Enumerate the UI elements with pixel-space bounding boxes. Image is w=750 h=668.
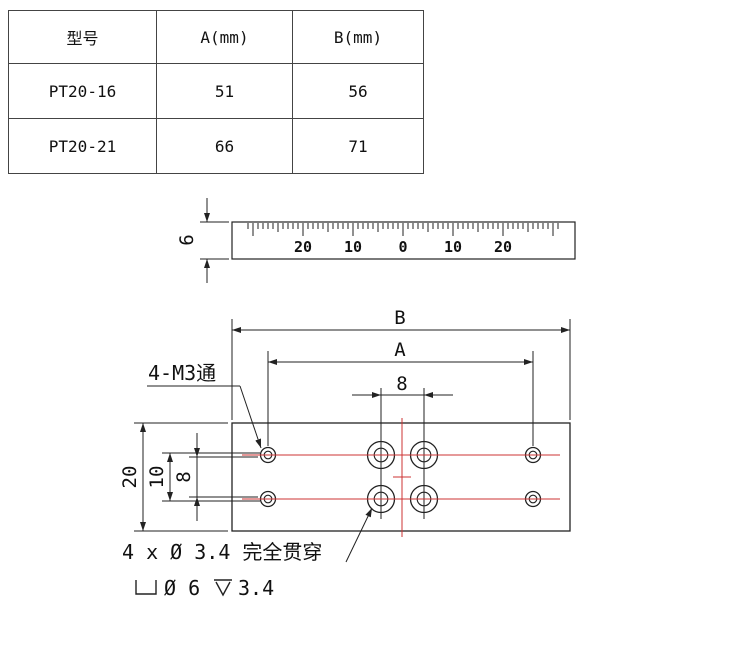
cbore-depth-label: 3.4 xyxy=(238,576,274,600)
depth-icon xyxy=(214,579,232,597)
col-header-model: 型号 xyxy=(8,10,157,64)
dim-A xyxy=(267,351,534,446)
dim-A-label: A xyxy=(394,339,406,361)
dim-B xyxy=(231,319,571,420)
cell-a: 66 xyxy=(156,118,293,174)
ruler-tick-label: 10 xyxy=(344,238,362,256)
table-row: PT20-16 51 56 xyxy=(8,63,424,119)
counterbore-icon xyxy=(135,580,157,595)
ruler-tick-label: 20 xyxy=(494,238,512,256)
cell-model: PT20-16 xyxy=(8,63,157,119)
ruler-tick-label: 10 xyxy=(444,238,462,256)
dim-20 xyxy=(134,422,228,532)
thread-note-leader xyxy=(147,385,262,449)
thread-note-label: 4-M3通 xyxy=(148,361,216,385)
centerlines xyxy=(242,418,560,537)
dim-10-label: 10 xyxy=(146,466,168,489)
cell-b: 71 xyxy=(292,118,424,174)
ruler-view xyxy=(200,198,576,283)
table-header-row: 型号 A(mm) B(mm) xyxy=(8,10,424,64)
plate-view xyxy=(231,388,571,532)
through-note-label: 4 x Ø 3.4 完全贯穿 xyxy=(122,540,322,564)
dim-8-vertical xyxy=(189,433,258,521)
dim-8v-label: 8 xyxy=(173,471,195,482)
dim-ruler-height xyxy=(200,198,229,283)
ruler-tick-label: 20 xyxy=(294,238,312,256)
table-row: PT20-21 66 71 xyxy=(8,118,424,174)
dim-B-label: B xyxy=(394,307,405,329)
cell-model: PT20-21 xyxy=(8,118,157,174)
cell-b: 56 xyxy=(292,63,424,119)
col-header-a: A(mm) xyxy=(156,10,293,64)
ruler-ticks xyxy=(247,223,559,236)
dim-20-label: 20 xyxy=(119,466,141,489)
ruler-height-label: 6 xyxy=(176,234,198,245)
dim-10 xyxy=(162,452,260,502)
ruler-tick-label: 0 xyxy=(398,238,407,256)
ruler-numbers: 20 10 0 10 20 xyxy=(294,238,512,256)
spec-table: 型号 A(mm) B(mm) PT20-16 51 56 PT20-21 66 … xyxy=(8,10,424,174)
cbore-dia-label: Ø 6 xyxy=(164,576,200,600)
cbore-note-leader xyxy=(345,507,373,563)
dim-8h-label: 8 xyxy=(396,373,407,395)
